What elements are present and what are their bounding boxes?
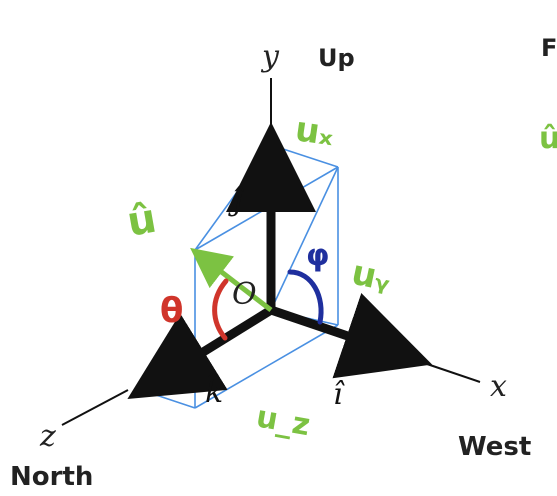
x-axis-label: x [490, 369, 507, 404]
theta-label: θ [160, 291, 183, 331]
i-hat-arrow [269, 293, 433, 379]
theta-arc [212, 278, 229, 341]
u-y-label: uᵧ [348, 253, 395, 300]
origin-label: O [232, 277, 257, 312]
k-hat-label: k̂ [205, 371, 223, 410]
north-label: North [10, 462, 93, 492]
k-hat-arrow [127, 306, 274, 399]
i-hat-label: î [333, 377, 345, 412]
y-axis-label: y [260, 39, 280, 74]
z-axis-line [61, 389, 129, 426]
u-hat-label: û [124, 196, 160, 246]
u-z-label: u_z [254, 399, 313, 443]
west-label: West [458, 432, 531, 462]
u-hat-arrow [190, 247, 273, 312]
edge-u-label: û [539, 121, 557, 156]
up-label: Up [318, 44, 355, 72]
z-axis-label: z [39, 419, 56, 454]
phi-label: φ [306, 238, 329, 273]
u-x-label: uₓ [293, 109, 336, 154]
x-axis-line [426, 363, 481, 383]
edge-f-label: F [541, 34, 557, 62]
phi-arc [287, 269, 324, 325]
